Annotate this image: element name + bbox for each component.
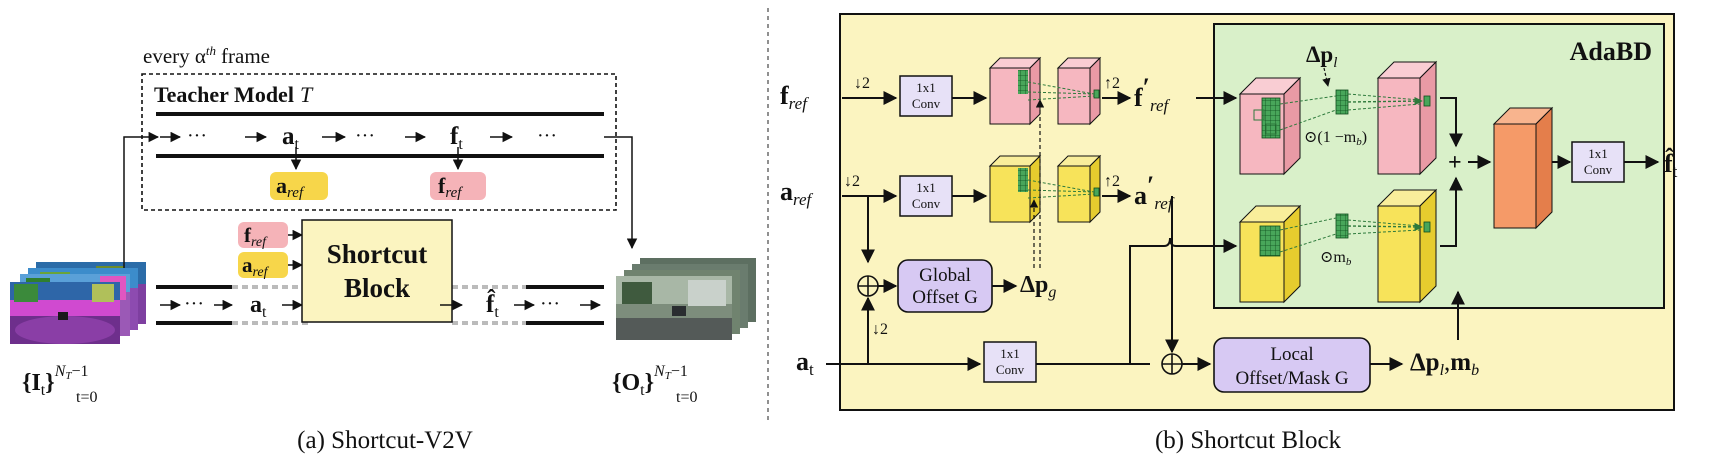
- mask-inverse-label: ⊙(1 −mb): [1304, 129, 1367, 148]
- output-frames-image: [616, 258, 756, 340]
- a-t-downsample: ↓2: [872, 321, 888, 338]
- conv-box-f-ref: 1x1 Conv: [899, 75, 953, 117]
- f-ref-downsample: ↓2: [854, 75, 870, 92]
- teacher-ellipsis-1: ···: [187, 125, 207, 147]
- a-ref-badge-label: aref: [276, 173, 305, 201]
- local-offset-label-1: Local: [1270, 344, 1313, 365]
- teacher-a-t: at: [282, 123, 300, 153]
- adabd-title: AdaBD: [1570, 37, 1652, 66]
- teacher-ellipsis-2: ···: [355, 125, 375, 147]
- input-a-ref: aref: [780, 177, 814, 209]
- fused-feature-map: [1492, 106, 1554, 230]
- shortcut-a-ref-badge: [238, 252, 288, 278]
- svg-text:1x1: 1x1: [1000, 346, 1020, 361]
- student-f-hat: f̂t: [486, 289, 499, 321]
- input-a-t: at: [796, 347, 814, 379]
- conv-box-a-t: 1x1 Conv: [983, 341, 1037, 383]
- shortcut-block-box: [301, 219, 453, 323]
- student-ellipsis-2: ···: [540, 293, 560, 315]
- student-ellipsis-1: ···: [184, 293, 204, 315]
- panel-a-caption: (a) Shortcut-V2V: [297, 427, 473, 454]
- conv-box-a-ref: 1x1 Conv: [899, 175, 953, 217]
- student-a-t: at: [250, 292, 267, 321]
- a-ref-badge: [270, 172, 328, 200]
- svg-text:1x1: 1x1: [916, 80, 936, 95]
- a-ref-upsample: ↑2: [1104, 173, 1120, 190]
- svg-text:Conv: Conv: [996, 362, 1025, 377]
- global-offset-label-2: Offset G: [912, 287, 978, 308]
- sum-plus: +: [1448, 150, 1462, 176]
- global-offset-label-1: Global: [919, 265, 971, 286]
- input-frames-image: [10, 262, 146, 344]
- delta-p-g: Δpg: [1020, 272, 1056, 301]
- f-ref-badge: [430, 172, 486, 200]
- shortcut-block-title-2: Block: [344, 273, 410, 303]
- a-ref-prime: a′ref: [1134, 171, 1175, 213]
- shortcut-f-ref-label: fref: [244, 223, 268, 250]
- mask-label: ⊙mb: [1320, 249, 1352, 268]
- f-ref-prime: f′ref: [1134, 73, 1171, 115]
- input-set-lower: t=0: [76, 389, 97, 406]
- delta-p-l-label: Δpl: [1306, 42, 1337, 71]
- panel-b-caption: (b) Shortcut Block: [1155, 427, 1342, 454]
- teacher-ellipsis-3: ···: [537, 125, 557, 147]
- output-f-hat: f̂t: [1664, 149, 1678, 181]
- teacher-model-box: [141, 73, 617, 211]
- feature-map-f-ref-small: [988, 56, 1102, 126]
- global-oplus: [857, 275, 879, 297]
- delta-p-l-m-b: Δpl,mb: [1410, 349, 1479, 379]
- panel-b: AdaBD fref ↓2 aref ↓2 at 1x1 Conv 1x1 Co…: [780, 13, 1678, 454]
- input-set-label: {It}NT−1: [22, 363, 89, 399]
- output-set-lower: t=0: [676, 389, 697, 406]
- f-ref-badge-label: fref: [438, 173, 463, 201]
- input-f-ref: fref: [780, 81, 809, 113]
- f-ref-upsample: ↑2: [1104, 75, 1120, 92]
- svg-text:Conv: Conv: [1584, 162, 1613, 177]
- svg-text:1x1: 1x1: [1588, 146, 1608, 161]
- adabd-yellow-input: [1238, 204, 1302, 304]
- local-offset-label-2: Offset/Mask G: [1235, 368, 1348, 389]
- output-set-label: {Ot}NT−1: [612, 363, 688, 399]
- shortcut-block-title-1: Shortcut: [327, 239, 428, 269]
- shortcut-f-ref-badge: [238, 222, 288, 248]
- adabd-yellow-output: [1376, 188, 1438, 304]
- teacher-f-t: ft: [450, 123, 463, 153]
- adabd-pink-output: [1376, 60, 1438, 176]
- local-oplus: [1161, 353, 1183, 375]
- svg-text:Conv: Conv: [912, 196, 941, 211]
- svg-text:Conv: Conv: [912, 96, 941, 111]
- conv-box-output: 1x1 Conv: [1571, 141, 1625, 183]
- shortcut-a-ref-label: aref: [242, 253, 270, 280]
- adabd-pink-offset-grid: [1335, 89, 1349, 115]
- svg-text:1x1: 1x1: [916, 180, 936, 195]
- feature-map-a-ref-small: [988, 154, 1102, 224]
- a-ref-downsample: ↓2: [844, 173, 860, 190]
- adabd-yellow-mask-grid: [1335, 213, 1349, 239]
